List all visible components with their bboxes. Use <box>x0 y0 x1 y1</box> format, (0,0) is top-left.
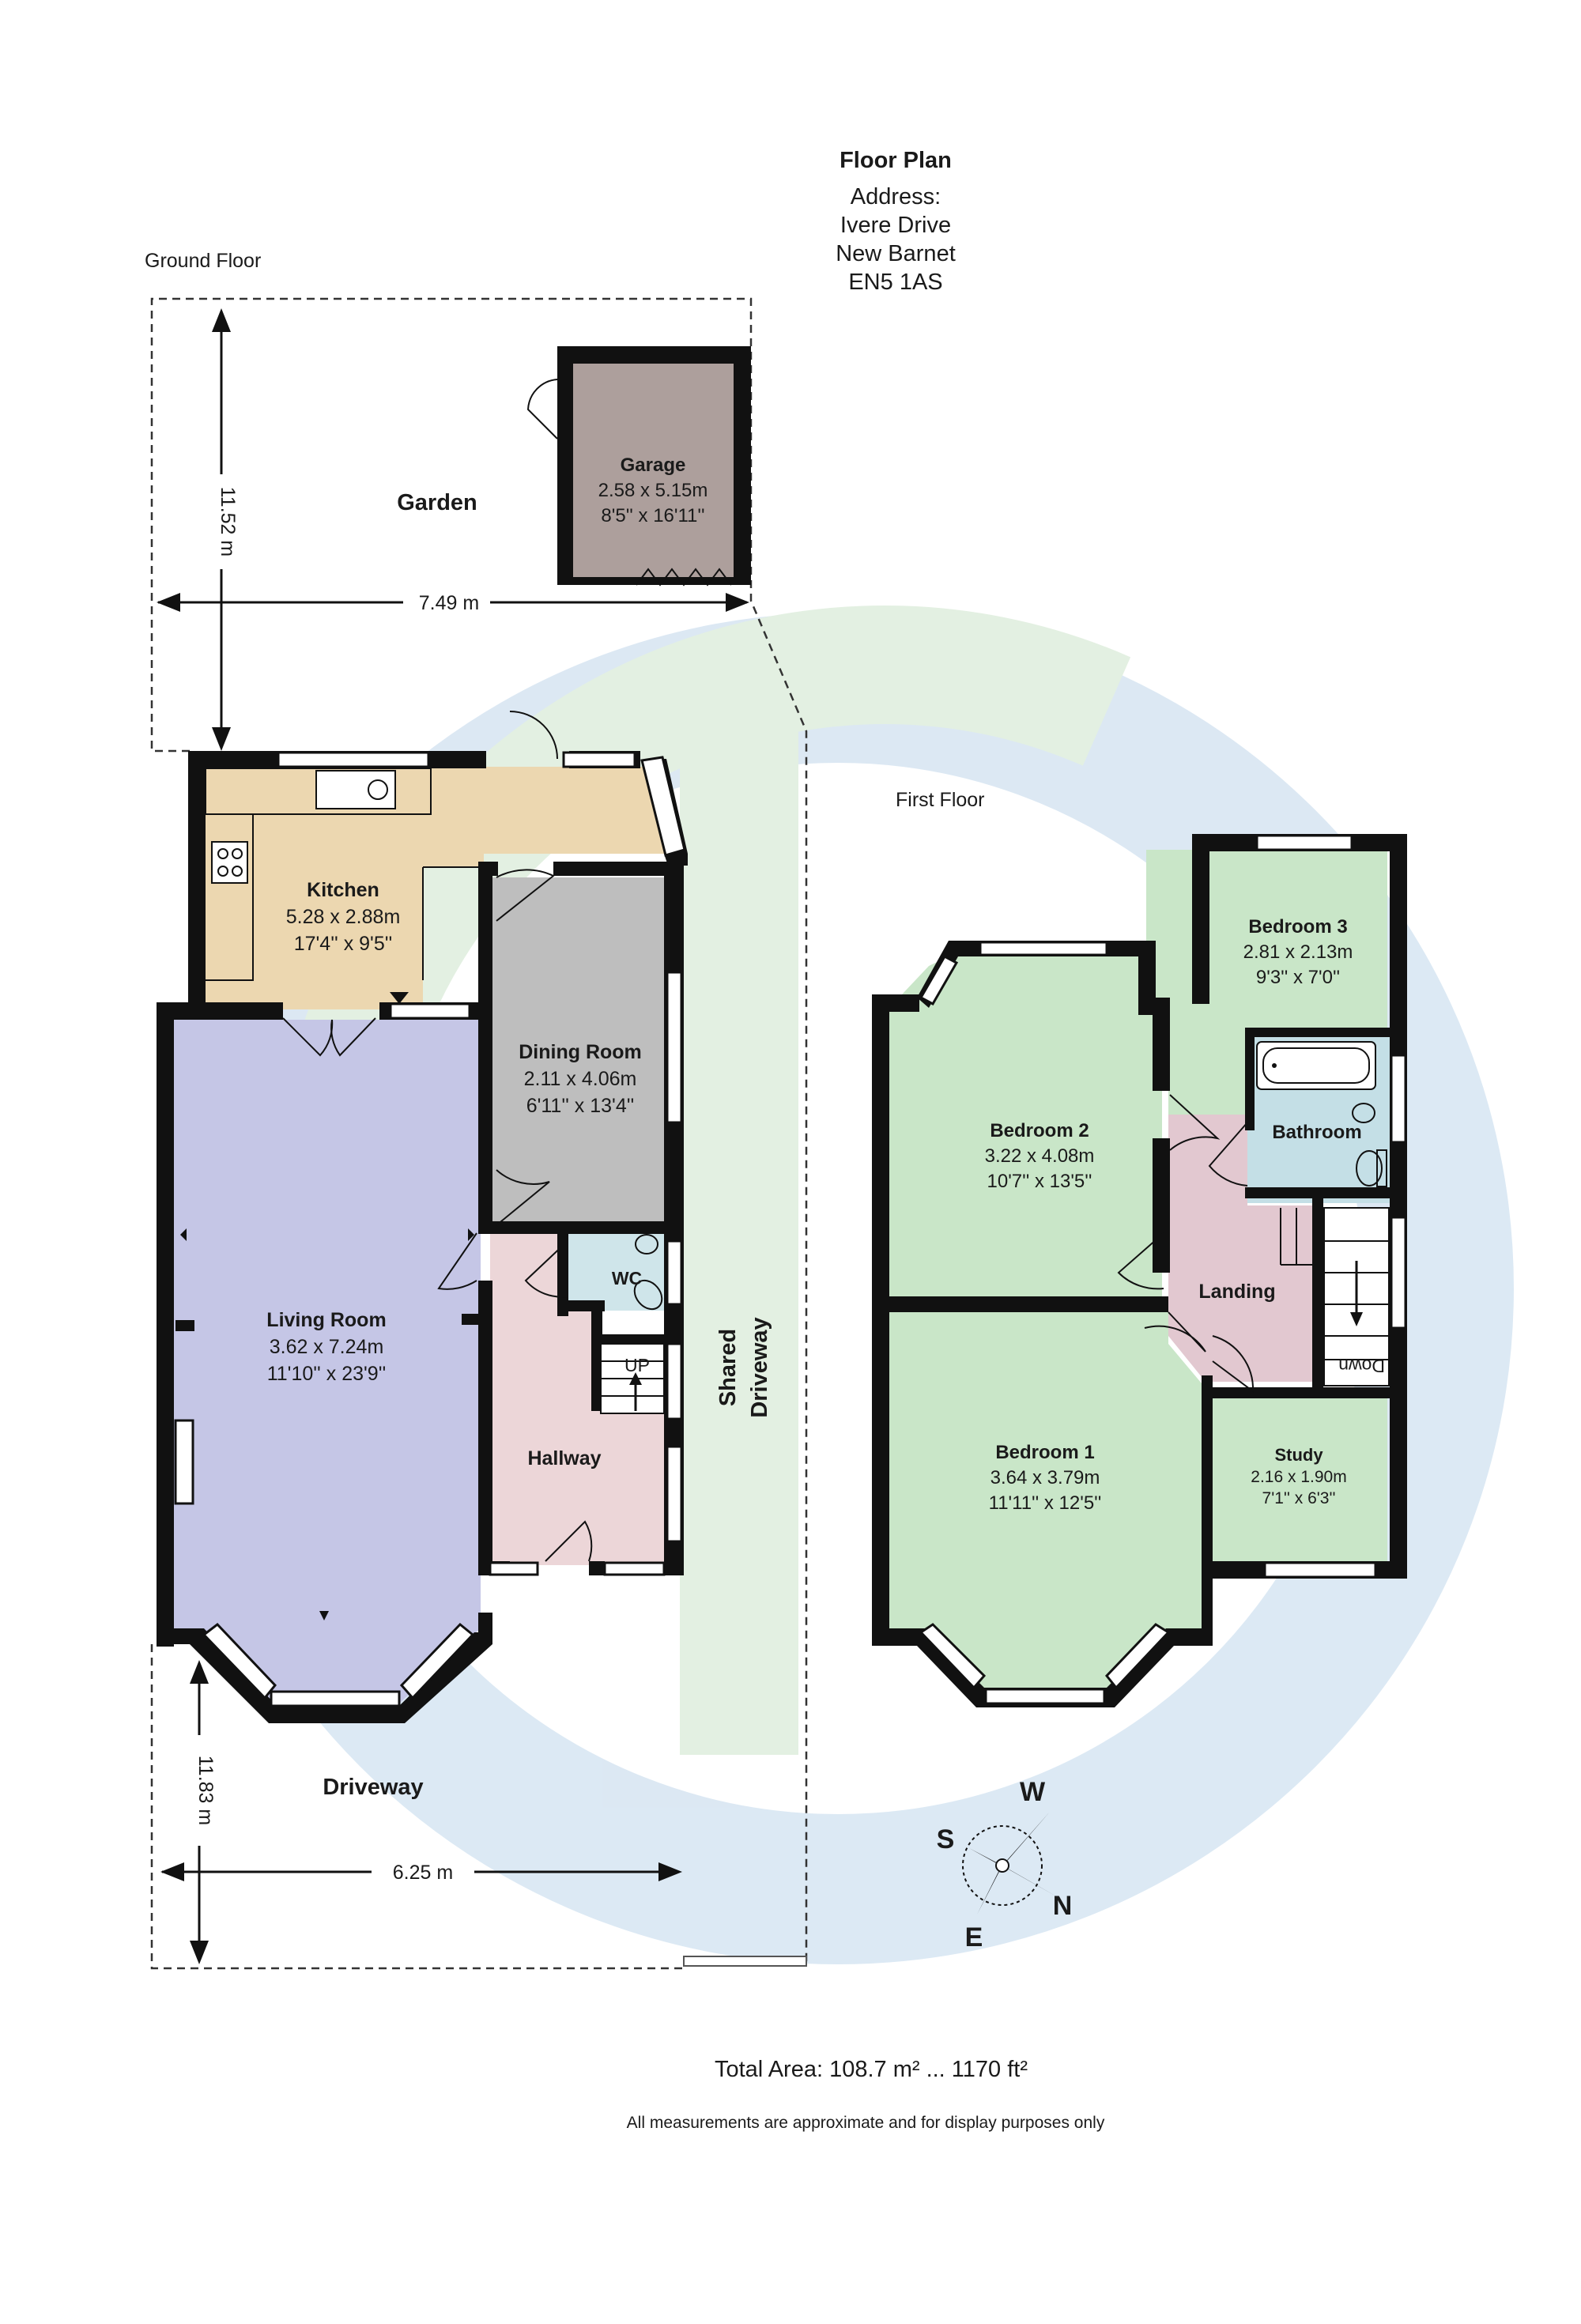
landing-name: Landing <box>1198 1281 1275 1303</box>
wc-name: WC <box>612 1268 642 1288</box>
first-floor-stairs: Down <box>1280 1207 1390 1386</box>
dining-room-floor <box>490 877 664 1221</box>
address-town: New Barnet <box>836 241 956 266</box>
study-name: Study <box>1274 1445 1323 1465</box>
driveway-width-label: 6.25 m <box>393 1862 453 1884</box>
address-label: Address: <box>851 184 941 209</box>
garage-door-swing <box>526 379 558 440</box>
landing-floor <box>1168 1115 1312 1382</box>
study-imperial: 7'1'' x 6'3'' <box>1262 1489 1336 1507</box>
wc-floor <box>565 1232 664 1311</box>
toilet-icon <box>1356 1150 1383 1187</box>
address-street: Ivere Drive <box>840 213 951 238</box>
bedroom-2-imperial: 10'7'' x 13'5'' <box>987 1171 1092 1192</box>
garage-imperial: 8'5'' x 16'11'' <box>601 505 704 526</box>
bedroom-3-imperial: 9'3'' x 7'0'' <box>1256 967 1340 988</box>
study-metric: 2.16 x 1.90m <box>1251 1468 1346 1486</box>
compass-n: N <box>1053 1891 1073 1921</box>
wall-nib <box>175 1320 194 1331</box>
dining-room-metric: 2.11 x 4.06m <box>524 1068 637 1090</box>
bedroom-1-metric: 3.64 x 3.79m <box>990 1467 1100 1488</box>
driveway-width-dimension: 6.25 m <box>160 1862 682 1884</box>
compass-w: W <box>1020 1777 1046 1807</box>
hob-icon <box>211 841 248 884</box>
garden-width-label: 7.49 m <box>419 592 479 614</box>
living-room-imperial: 11'10'' x 23'9'' <box>267 1363 387 1385</box>
hallway-name: Hallway <box>527 1447 601 1469</box>
marker-icon <box>319 1611 329 1620</box>
disclaimer: All measurements are approximate and for… <box>627 2114 1105 2132</box>
first-floor-windows <box>919 834 1407 1705</box>
first-floor-label: First Floor <box>896 789 985 811</box>
total-area: Total Area: 108.7 m² ... 1170 ft² <box>715 2057 1028 2082</box>
garage: Garage 2.58 x 5.15m 8'5'' x 16'11'' <box>526 346 751 587</box>
kitchen-metric: 5.28 x 2.88m <box>286 906 401 928</box>
marker-icon <box>468 1228 474 1241</box>
living-room-metric: 3.62 x 7.24m <box>270 1336 384 1358</box>
compass-e: E <box>965 1922 983 1952</box>
address-postcode: EN5 1AS <box>848 270 942 295</box>
bedroom-2-floor <box>889 953 1162 1296</box>
toilet-icon <box>633 1279 663 1311</box>
compass-s: S <box>937 1824 955 1854</box>
wc-fittings <box>633 1234 663 1311</box>
shared-driveway-edge <box>683 1956 807 1967</box>
dining-room-name: Dining Room <box>519 1041 642 1063</box>
garage-name: Garage <box>621 455 686 476</box>
ground-floor-stairs: UP <box>600 1343 665 1414</box>
living-room-name: Living Room <box>266 1309 386 1331</box>
basin-icon <box>1352 1103 1375 1123</box>
dining-room-imperial: 6'11'' x 13'4'' <box>526 1095 635 1117</box>
hallway-floor <box>490 1232 664 1565</box>
driveway-depth-label: 11.83 m <box>194 1756 217 1825</box>
bath-icon <box>1256 1041 1376 1090</box>
garden-depth-label: 11.52 m <box>217 487 239 556</box>
driveway-label: Driveway <box>323 1775 423 1800</box>
kitchen-units <box>205 768 484 981</box>
bedroom-2-name: Bedroom 2 <box>990 1120 1089 1141</box>
fireplace <box>174 1419 194 1505</box>
shared-driveway-line2: Driveway <box>747 1317 772 1417</box>
sink-icon <box>315 770 396 809</box>
kitchen-name: Kitchen <box>307 879 379 901</box>
compass-icon: W S N E <box>937 1777 1073 1952</box>
bedroom-2-metric: 3.22 x 4.08m <box>985 1145 1095 1167</box>
bedroom-3-metric: 2.81 x 2.13m <box>1243 941 1353 963</box>
bathroom-fittings <box>1256 1041 1387 1187</box>
first-floor-walls <box>872 834 1407 1707</box>
bedroom-1-name: Bedroom 1 <box>995 1442 1094 1463</box>
bedroom-1-floor <box>889 1312 1202 1692</box>
stairs-down-label: Down <box>1338 1356 1385 1376</box>
basin-icon <box>635 1234 658 1254</box>
first-floor-doors <box>1117 1094 1255 1393</box>
garden-label: Garden <box>397 490 477 515</box>
kitchen-imperial: 17'4'' x 9'5'' <box>294 933 393 955</box>
shared-driveway-line1: Shared <box>715 1329 741 1406</box>
kitchen-floor <box>204 767 668 1009</box>
study-floor <box>1209 1398 1387 1564</box>
bathroom-name: Bathroom <box>1272 1122 1361 1143</box>
stairs-up-label: UP <box>624 1355 650 1375</box>
marker-icon <box>180 1228 187 1241</box>
ground-floor-windows <box>202 751 686 1707</box>
bedroom-1-imperial: 11'11'' x 12'5'' <box>989 1492 1102 1514</box>
garden-width-dimension: 7.49 m <box>157 592 749 614</box>
ground-floor-label: Ground Floor <box>145 250 261 272</box>
garden-depth-dimension: 11.52 m <box>212 308 239 751</box>
ground-floor-doors <box>282 711 593 1562</box>
garage-metric: 2.58 x 5.15m <box>598 480 708 501</box>
driveway-boundary <box>150 1644 684 1970</box>
plan-title: Floor Plan <box>840 148 952 173</box>
driveway-depth-dimension: 11.83 m <box>190 1660 217 1964</box>
living-room-floor <box>174 1020 481 1703</box>
wall-nib <box>462 1314 481 1325</box>
bedroom-3-name: Bedroom 3 <box>1248 916 1347 938</box>
